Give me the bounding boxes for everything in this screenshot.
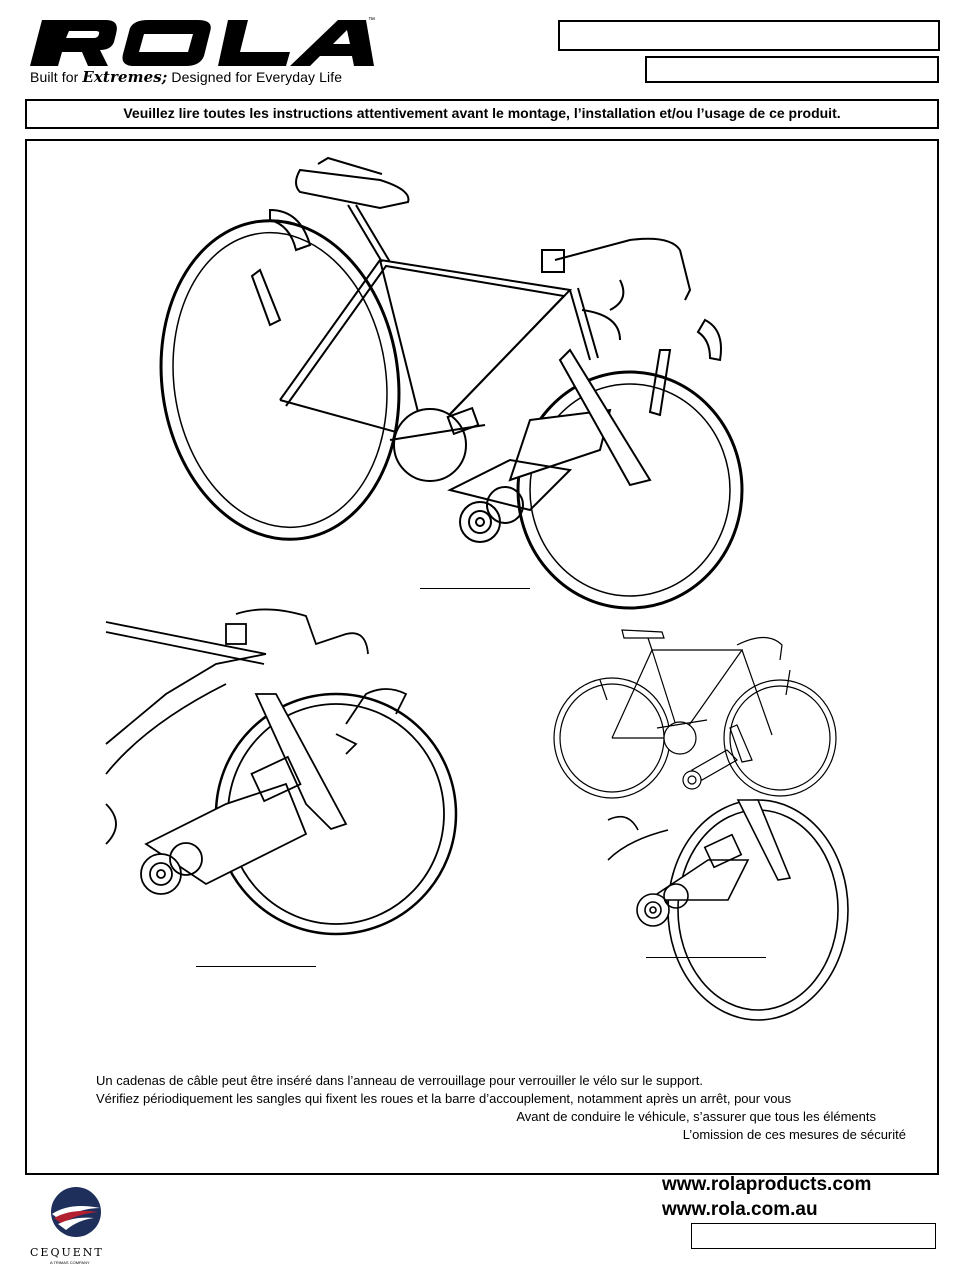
detail-left-caption (196, 966, 316, 967)
main-figure-caption (420, 588, 530, 589)
lock-detail-left-illustration (105, 608, 458, 936)
instructions-paragraph: Un cadenas de câble peut être inséré dan… (96, 1072, 908, 1144)
instruction-line-4: L’omission de ces mesures de sécurité (682, 1127, 906, 1142)
cequent-logo-icon (51, 1187, 101, 1237)
lock-detail-right-illustration (607, 799, 849, 1021)
brand-tagline: Built for Extremes; Designed for Everyda… (30, 68, 343, 86)
website-link-rolaproducts[interactable]: www.rolaproducts.com (662, 1174, 872, 1195)
instruction-line-2: Vérifiez périodiquement les sangles qui … (96, 1091, 792, 1106)
instruction-line-3: Avant de conduire le véhicule, s’assurer… (516, 1109, 876, 1124)
content-frame (25, 139, 939, 1175)
instruction-line-1: Un cadenas de câble peut être inséré dan… (96, 1073, 704, 1088)
part-number-box (691, 1223, 936, 1249)
cequent-subline: A TRIMAS COMPANY (50, 1260, 90, 1265)
model-number-box (558, 20, 940, 51)
cequent-wordmark: CEQUENT (30, 1246, 104, 1259)
bike-on-rack-illustration (159, 156, 744, 610)
detail-right-caption (646, 957, 766, 958)
safety-notice: Veuillez lire toutes les instructions at… (25, 99, 939, 129)
product-name-box (645, 56, 939, 83)
bike-overview-small-illustration (553, 629, 837, 799)
trademark-mark: ™ (368, 17, 375, 24)
website-link-rola-au[interactable]: www.rola.com.au (662, 1199, 818, 1220)
rola-logo: ™ (30, 17, 375, 66)
